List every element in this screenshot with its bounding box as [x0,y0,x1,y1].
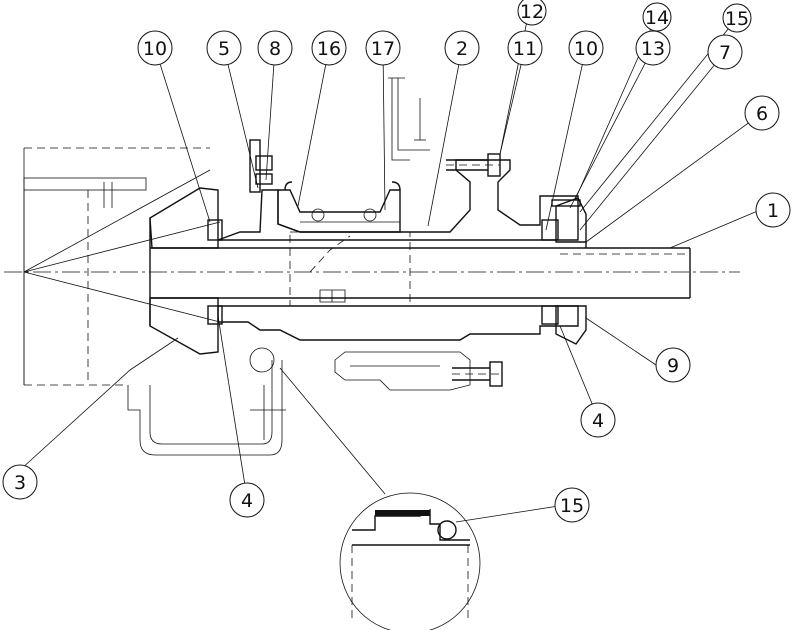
callout-label: 2 [456,38,468,60]
callout-4-right: 4 [580,402,616,438]
callout-8: 8 [257,30,293,66]
callout-15-top: 15 [722,3,752,33]
callout-16: 16 [311,30,347,66]
callout-label: 16 [317,38,341,60]
callout-label: 15 [725,8,749,30]
detail-view [249,347,481,630]
callout-9: 9 [655,347,691,383]
callout-label: 3 [14,472,26,494]
callout-label: 6 [756,103,768,125]
callout-17: 17 [365,30,401,66]
left-housing [23,147,286,456]
callout-14: 14 [642,2,672,32]
upper-frame [388,77,430,161]
callout-label: 10 [574,38,598,60]
callout-label: 15 [560,495,584,517]
callout-10-right: 10 [568,30,604,66]
upper-bolt [446,153,501,177]
bevel-gear [149,187,219,355]
callout-11: 11 [507,30,543,66]
callout-label: 1 [767,200,779,222]
leader-lines [19,10,763,523]
callout-13: 13 [635,30,671,66]
callout-3: 3 [2,464,38,500]
callout-label: 17 [371,38,395,60]
callout-label: 4 [592,410,604,432]
gear-segment [277,181,401,233]
callout-label: 7 [719,42,731,64]
main-shaft [150,247,691,299]
callout-label: 13 [641,38,665,60]
callout-label: 11 [513,38,537,60]
lower-bolt [452,361,503,387]
callout-10-left: 10 [137,30,173,66]
callout-7: 7 [707,34,743,70]
callout-1: 1 [755,192,791,228]
callout-4-left: 4 [229,482,265,518]
callout-label: 8 [269,38,281,60]
callout-5: 5 [206,30,242,66]
callout-15-detail: 15 [554,487,590,523]
callout-label: 14 [645,7,669,29]
callout-label: 10 [143,38,167,60]
callout-12: 12 [517,0,547,26]
callout-label: 5 [218,38,230,60]
callout-label: 4 [241,490,253,512]
callout-2: 2 [444,30,480,66]
central-housing [217,159,579,341]
callout-label: 9 [667,355,679,377]
callout-label: 12 [520,1,544,23]
callout-6: 6 [744,95,780,131]
right-bearing [541,197,587,345]
